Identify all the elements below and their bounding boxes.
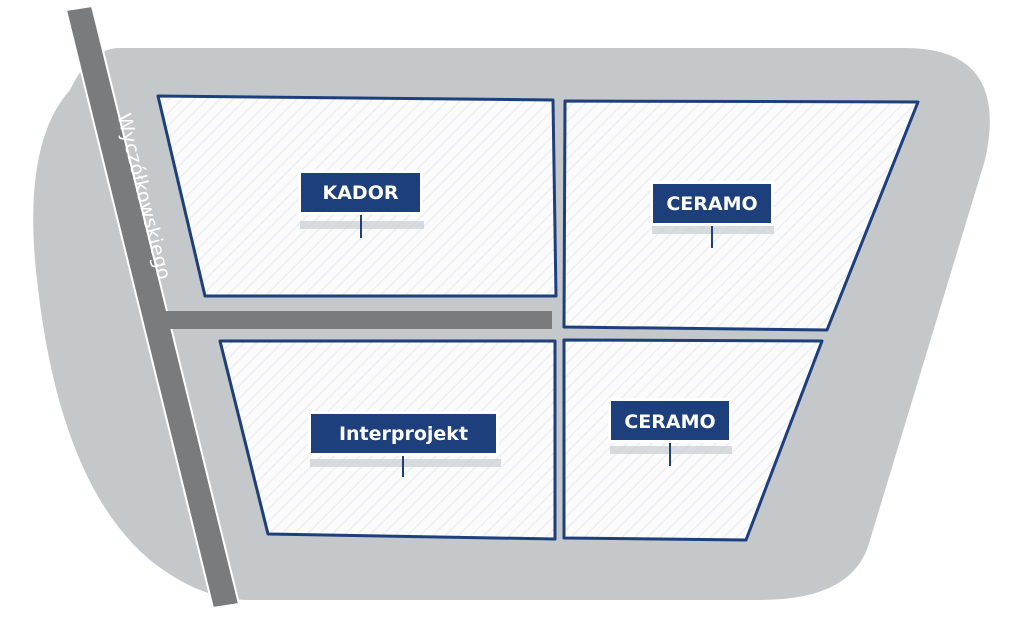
sign-ceramo-top[interactable]: CERAMO — [650, 181, 774, 248]
sign-ceramo-bottom[interactable]: CERAMO — [608, 398, 732, 466]
road-wyczolkowskiego — [64, 4, 241, 610]
sign-label-kador: KADOR — [323, 182, 399, 204]
sign-interprojekt[interactable]: Interprojekt — [308, 411, 501, 477]
sign-label-ceramo-bottom: CERAMO — [624, 411, 715, 433]
sign-label-interprojekt: Interprojekt — [339, 423, 468, 445]
roads — [64, 4, 552, 610]
sign-label-ceramo-top: CERAMO — [666, 193, 757, 215]
sign-kador[interactable]: KADOR — [298, 170, 424, 238]
road-side-street — [157, 311, 552, 329]
